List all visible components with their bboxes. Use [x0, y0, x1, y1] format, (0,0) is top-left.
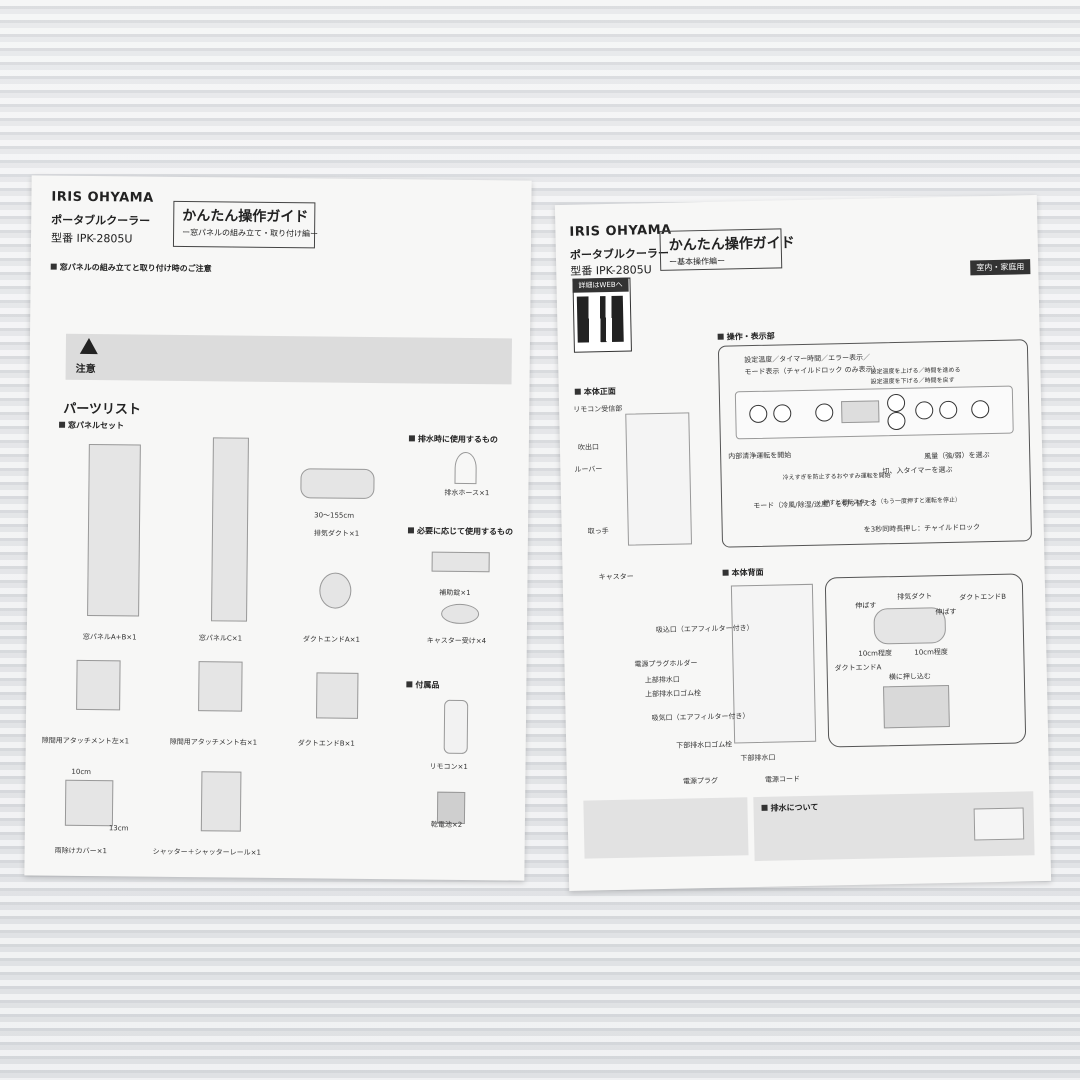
label-rain-width: 10cm	[71, 767, 92, 777]
warning-icon	[79, 337, 98, 355]
display-panel	[841, 400, 880, 424]
brand-logo: IRIS OHYAMA	[569, 222, 672, 240]
label-battery: 乾電池×2	[430, 820, 463, 829]
remote-image	[443, 699, 469, 754]
unit-front-image	[625, 412, 693, 546]
label-duct: 排気ダクト	[897, 592, 933, 602]
back-heading: 本体背面	[722, 567, 764, 579]
label-temp-down: 設定温度を下げる／時間を戻す	[870, 376, 955, 386]
label-fan: 風量（強/弱）を選ぶ	[924, 451, 990, 461]
label-len2: 10cm程度	[914, 647, 948, 657]
label-louver: ルーバー	[574, 465, 603, 474]
drain-items-heading: 排水時に使用するもの	[409, 433, 498, 445]
label-duct: 排気ダクト×1	[313, 529, 360, 538]
guide-title: かんたん操作ガイド	[182, 207, 309, 226]
caution-label: 注意	[75, 363, 96, 376]
rain-cover-image	[64, 779, 114, 827]
window-install-image	[883, 684, 950, 729]
indoor-use-tag: 室内・家庭用	[970, 259, 1031, 276]
guide-title: かんたん操作ガイド	[668, 235, 795, 254]
label-attach-right: 隙間用アタッチメント右×1	[169, 737, 258, 747]
label-caster-base: キャスター受け×4	[426, 636, 487, 646]
section-heading: 窓パネルの組み立てと取り付け時のご注意	[51, 262, 212, 275]
label-stretch-left: 伸ばす	[855, 601, 877, 610]
label-insert: 横に押し込む	[888, 672, 931, 682]
label-inner-clean: 内部清浄運転を開始	[728, 451, 792, 461]
aux-lock-image	[431, 551, 490, 573]
parts-list-title: パーツリスト	[63, 401, 142, 418]
label-panel-ab: 窓パネルA+B×1	[82, 632, 137, 642]
product-name: ポータブルクーラー	[569, 246, 670, 262]
label-remote-receiver: リモコン受信部	[573, 404, 623, 414]
drain-note-heading: 排水について	[761, 802, 818, 814]
label-remote: リモコン×1	[429, 762, 468, 772]
product-name: ポータブルクーラー	[51, 213, 151, 228]
accessories-heading: 付属品	[406, 679, 439, 690]
label-plug-holder: 電源プラグホルダー	[634, 659, 698, 669]
drain-hose-image	[454, 451, 477, 485]
label-end-a: ダクトエンドA	[834, 663, 882, 673]
label-intake-bottom: 吸気口（エアフィルター付き）	[651, 712, 750, 723]
window-panel-set-heading: 窓パネルセット	[59, 420, 124, 432]
label-duct-end-b: ダクトエンドB×1	[297, 739, 355, 748]
label-end-b: ダクトエンドB	[959, 592, 1007, 602]
qr-label: 詳細はWEBへ	[572, 277, 629, 293]
guide-title-box: かんたん操作ガイド ー窓パネルの組み立て・取り付け編ー	[172, 200, 319, 249]
window-panel-ab-image	[87, 444, 141, 617]
caster-base-image	[441, 603, 480, 625]
label-rain-height: 13cm	[108, 824, 129, 833]
label-shutter: シャッター＋シャッターレール×1	[152, 847, 261, 857]
label-drain-hose: 排水ホース×1	[444, 488, 490, 498]
attach-left-image	[76, 659, 121, 711]
label-caster: キャスター	[598, 572, 634, 582]
duct-end-b-image	[316, 672, 359, 719]
label-timer: 切、入タイマーを選ぶ	[882, 465, 953, 476]
label-upper-plug: 上部排水口ゴム栓	[645, 689, 702, 699]
label-lower-plug: 下部排水口ゴム栓	[676, 740, 733, 750]
left-manual-sheet: IRIS OHYAMA ポータブルクーラー 型番 IPK-2805U かんたん操…	[24, 175, 532, 881]
label-duct-end-a: ダクトエンドA×1	[302, 635, 360, 644]
label-lower-drain: 下部排水口	[740, 753, 776, 763]
guide-subtitle: ー基本操作編ー	[668, 256, 726, 267]
label-panel-c: 窓パネルC×1	[198, 634, 243, 643]
model-number: 型番 IPK-2805U	[570, 263, 652, 278]
shutter-image	[200, 771, 242, 832]
right-manual-sheet: IRIS OHYAMA ポータブルクーラー 型番 IPK-2805U かんたん操…	[554, 195, 1052, 891]
label-len1: 10cm程度	[858, 649, 892, 658]
label-stretch-right: 伸ばす	[935, 607, 957, 617]
label-intake-top: 吸込口（エアフィルター付き）	[655, 624, 754, 635]
drain-image	[973, 807, 1025, 841]
label-plug: 電源プラグ	[682, 776, 719, 786]
guide-title-box: かんたん操作ガイド ー基本操作編ー	[659, 228, 795, 271]
panel-heading: 操作・表示部	[718, 331, 775, 343]
brand-logo: IRIS OHYAMA	[51, 189, 154, 206]
label-attach-left: 隙間用アタッチメント左×1	[41, 736, 130, 746]
guide-subtitle: ー窓パネルの組み立て・取り付け編ー	[182, 227, 319, 239]
label-upper-drain: 上部排水口	[644, 675, 680, 685]
caution-box: 注意	[65, 333, 512, 385]
exhaust-duct-image	[300, 468, 375, 500]
label-duct-size: 30～155cm	[314, 511, 355, 520]
optional-items-heading: 必要に応じて使用するもの	[408, 525, 513, 537]
attach-right-image	[198, 661, 243, 712]
label-handle: 取っ手	[587, 527, 609, 536]
qr-code-icon[interactable]	[576, 295, 624, 343]
label-outlet: 吹出口	[577, 443, 600, 452]
label-aux-lock: 補助錠×1	[439, 588, 471, 598]
label-rain-cover: 雨除けカバー×1	[54, 846, 107, 856]
note-box-left	[583, 797, 749, 859]
duct-end-a-image	[319, 572, 352, 609]
front-heading: 本体正面	[575, 386, 616, 398]
window-panel-c-image	[211, 437, 249, 622]
model-number: 型番 IPK-2805U	[50, 231, 133, 246]
label-temp-up: 設定温度を上げる／時間を進める	[870, 366, 961, 376]
label-cord: 電源コード	[764, 775, 801, 784]
